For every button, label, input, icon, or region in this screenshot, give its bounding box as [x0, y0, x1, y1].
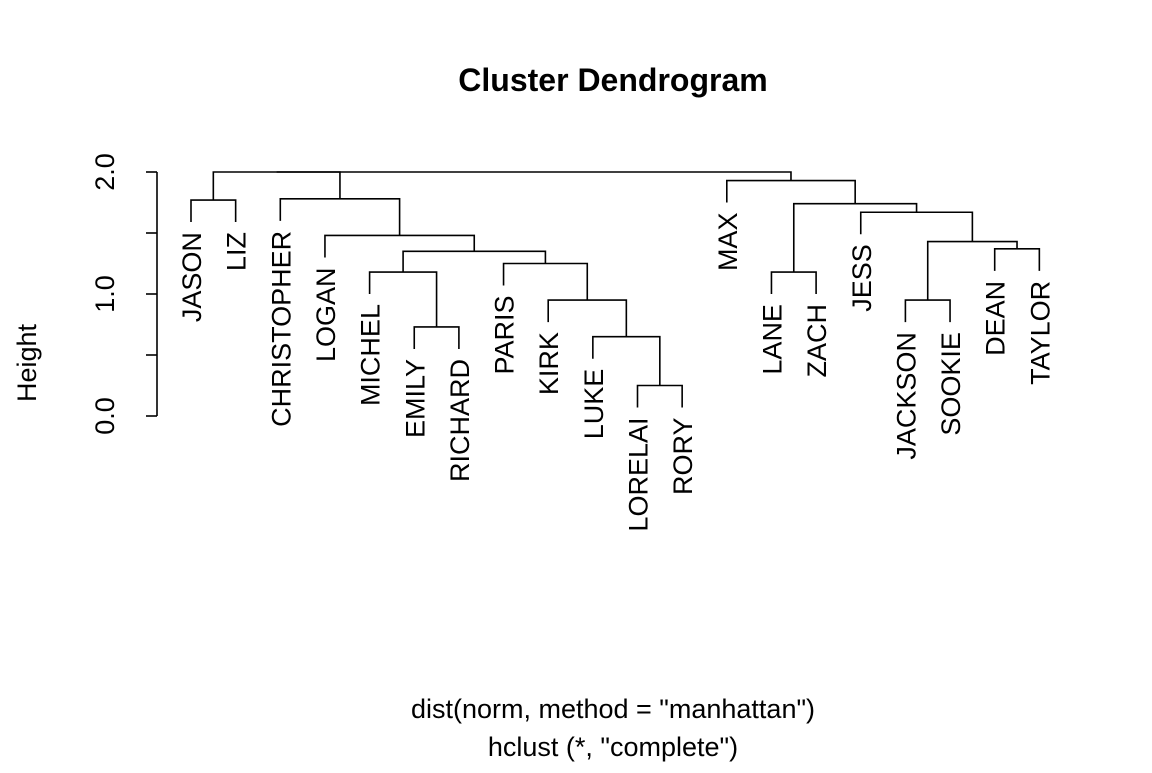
- method-label: hclust (*, "complete"): [488, 732, 738, 762]
- leaf-label: KIRK: [534, 332, 564, 395]
- merge-link: [279, 198, 401, 236]
- leaf-label: MICHEL: [356, 304, 386, 406]
- leaf-label: RORY: [668, 418, 698, 496]
- y-axis-label: Height: [12, 323, 42, 402]
- merge-link: [993, 248, 1041, 271]
- x-axis-label: dist(norm, method = "manhattan"): [411, 694, 815, 724]
- leaf-label: JACKSON: [891, 332, 921, 460]
- merge-link: [276, 171, 792, 181]
- merge-link: [636, 384, 683, 408]
- leaf-label: LUKE: [579, 369, 609, 440]
- leaf-label: EMILY: [400, 359, 430, 438]
- leaf-labels: JASON LIZ CHRISTOPHER LOGAN MICHEL EMILY RICHA…: [177, 213, 1055, 532]
- leaf-label: LANE: [757, 304, 787, 375]
- leaf-label: LORELAI: [624, 418, 654, 532]
- merge-link: [904, 299, 951, 323]
- merge-link: [547, 299, 628, 337]
- leaf-label: LIZ: [222, 232, 252, 271]
- leaf-label: RICHARD: [445, 359, 475, 482]
- y-tick-label: 1.0: [90, 275, 120, 313]
- y-tick-label: 2.0: [90, 153, 120, 191]
- leaf-label: TAYLOR: [1025, 281, 1055, 385]
- y-tick-label: 0.0: [90, 397, 120, 435]
- leaf-label: SOOKIE: [936, 332, 966, 436]
- y-axis: 0.0 1.0 2.0: [90, 153, 158, 435]
- leaf-label: LOGAN: [311, 267, 341, 362]
- merge-link: [212, 171, 341, 201]
- chart-title: Cluster Dendrogram: [458, 62, 767, 98]
- leaf-label: JESS: [847, 244, 877, 312]
- merge-link: [859, 211, 974, 242]
- leaf-label: PARIS: [490, 296, 520, 375]
- leaf-label: MAX: [713, 213, 743, 272]
- merge-link: [324, 234, 476, 258]
- merge-link: [402, 250, 547, 273]
- merge-link: [726, 179, 856, 204]
- leaf-label: DEAN: [981, 281, 1011, 356]
- leaf-label: JASON: [177, 232, 207, 322]
- merge-link: [502, 262, 589, 301]
- merge-link: [190, 199, 237, 223]
- merge-link: [770, 271, 817, 295]
- dendrogram-tree: [190, 171, 1041, 408]
- leaf-label: CHRISTOPHER: [266, 231, 296, 427]
- leaf-label: ZACH: [802, 304, 832, 378]
- merge-link: [413, 326, 460, 349]
